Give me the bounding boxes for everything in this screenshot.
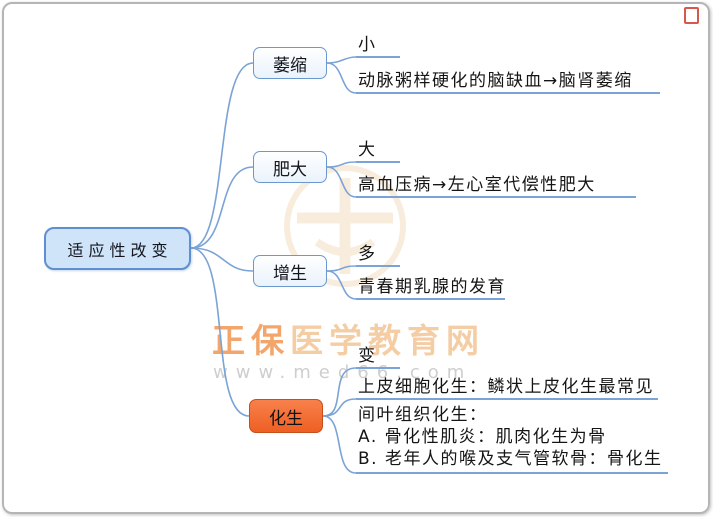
topic-atrophy[interactable]: 萎缩 [253,47,327,79]
watermark-brand-primary: 正保 [212,321,290,360]
connector-root-hyperplasia [190,247,254,272]
leaf-hypertrophy-example[interactable]: 高血压病→左心室代偿性肥大 [358,175,596,195]
leaf-metaplasia-mesenchymal-line3: B. 老年人的喉及支气管软骨：骨化生 [358,449,663,469]
leaf-hyperplasia-keyword[interactable]: 多 [358,244,377,264]
leaf-atrophy-example[interactable]: 动脉粥样硬化的脑缺血→脑肾萎缩 [358,71,633,91]
connector-root-hypertrophy [190,166,254,249]
leaf-metaplasia-mesenchymal[interactable]: 间叶组织化生： A. 骨化性肌炎：肌肉化生为骨 B. 老年人的喉及支气管软骨：骨… [358,405,662,470]
leaf-metaplasia-keyword[interactable]: 变 [358,346,377,366]
root-topic-adaptive-change[interactable]: 适应性改变 [44,227,191,270]
leaf-metaplasia-epithelial[interactable]: 上皮细胞化生：鳞状上皮化生最常见 [358,377,654,397]
topic-hyperplasia[interactable]: 增生 [253,255,327,287]
leaf-hypertrophy-keyword[interactable]: 大 [358,140,377,160]
topic-metaplasia[interactable]: 化生 [249,399,323,433]
topic-hypertrophy[interactable]: 肥大 [253,151,327,183]
leaf-hyperplasia-example[interactable]: 青春期乳腺的发育 [358,277,506,297]
connector-root-atrophy [190,62,254,249]
connector-root-metaplasia [190,247,250,417]
leaf-atrophy-keyword[interactable]: 小 [358,35,377,55]
watermark-brand-secondary: 医学教育网 [290,321,485,360]
leaf-metaplasia-mesenchymal-line1: 间叶组织化生： [358,405,488,425]
leaf-metaplasia-mesenchymal-line2: A. 骨化性肌炎：肌肉化生为骨 [358,427,607,447]
watermark-url: www.med66.com [213,362,473,383]
watermark-brand: 正保医学教育网 [212,314,485,362]
brand-logo-icon [284,165,406,287]
corner-stamp-icon [684,7,699,24]
